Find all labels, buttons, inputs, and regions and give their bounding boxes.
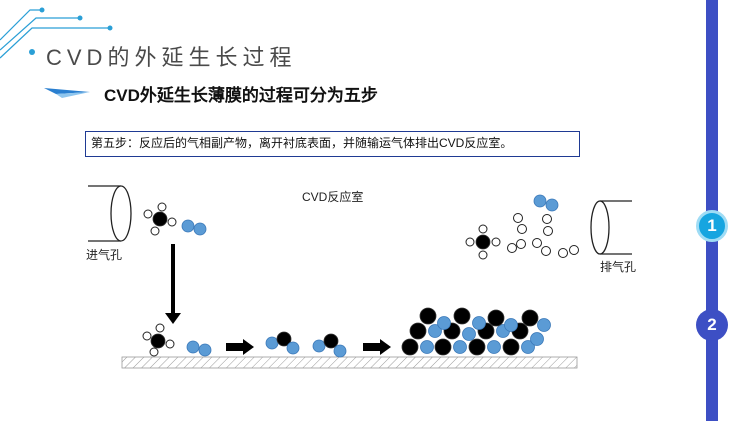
title-bullet-icon — [29, 49, 35, 55]
film-carbon-atom — [401, 338, 419, 356]
page-title: CVD的外延生长过程 — [46, 45, 297, 70]
hydrogen-atom — [143, 209, 153, 219]
right-arrow-1 — [226, 339, 254, 355]
film-silicon-atom — [537, 318, 551, 332]
inlet-label: 进气孔 — [86, 248, 123, 262]
carbon-atom — [150, 333, 166, 349]
hydrogen-atom — [149, 347, 159, 357]
chamber-label: CVD反应室 — [302, 190, 364, 204]
substrate — [121, 356, 578, 369]
hydrogen-atom — [142, 331, 152, 341]
film-carbon-atom — [419, 307, 437, 325]
silicon-atom — [193, 222, 207, 236]
byproduct-atom — [533, 194, 547, 208]
film-silicon-atom — [487, 340, 501, 354]
byproduct-hydrogen — [507, 243, 517, 253]
step-badge-1[interactable]: 1 — [696, 210, 728, 242]
byproduct-hydrogen — [542, 214, 552, 224]
hydrogen-atom — [157, 202, 167, 212]
circuit-decoration — [0, 7, 113, 59]
paper-plane-icon — [44, 88, 90, 98]
carbon-atom — [276, 331, 292, 347]
byproduct-atom — [545, 198, 559, 212]
film-silicon-atom — [453, 340, 467, 354]
step-description-box: 第五步：反应后的气相副产物，离开衬底表面，并随输运气体排出CVD反应室。 — [85, 131, 580, 157]
byproduct-hydrogen — [465, 237, 475, 247]
silicon-atom — [181, 219, 195, 233]
film-silicon-atom — [420, 340, 434, 354]
silicon-atom — [265, 336, 279, 350]
inlet-pipe — [88, 185, 132, 242]
silicon-atom — [198, 343, 212, 357]
right-arrow-2 — [363, 339, 391, 355]
byproduct-hydrogen — [478, 250, 488, 260]
subtitle: CVD外延生长薄膜的过程可分为五步 — [104, 86, 378, 105]
byproduct-hydrogen — [517, 224, 527, 234]
cvd-diagram — [88, 185, 632, 369]
byproduct-hydrogen — [491, 237, 501, 247]
film-carbon-atom — [434, 338, 452, 356]
film-silicon-atom — [472, 316, 486, 330]
outlet-pipe — [590, 200, 632, 255]
silicon-atom — [286, 341, 300, 355]
silicon-atom — [312, 339, 326, 353]
down-arrow — [165, 244, 181, 324]
film-silicon-atom — [462, 327, 476, 341]
hydrogen-atom — [165, 339, 175, 349]
byproduct-hydrogen — [478, 224, 488, 234]
film-carbon-atom — [468, 338, 486, 356]
byproduct-hydrogen — [541, 246, 551, 256]
film-carbon-atom — [502, 338, 520, 356]
outlet-label: 排气孔 — [600, 260, 637, 274]
hydrogen-atom — [167, 217, 177, 227]
film-silicon-atom — [437, 316, 451, 330]
byproduct-hydrogen — [569, 245, 579, 255]
film-silicon-atom — [521, 340, 535, 354]
byproduct-hydrogen — [516, 239, 526, 249]
film-carbon-atom — [487, 309, 505, 327]
film-carbon-atom — [409, 322, 427, 340]
hydrogen-atom — [150, 226, 160, 236]
film-silicon-atom — [530, 332, 544, 346]
film-silicon-atom — [428, 324, 442, 338]
byproduct-carbon — [475, 234, 491, 250]
step-badge-2[interactable]: 2 — [696, 309, 728, 341]
film-carbon-atom — [453, 307, 471, 325]
carbon-atom — [323, 333, 339, 349]
film-carbon-atom — [521, 309, 539, 327]
hydrogen-atom — [155, 323, 165, 333]
byproduct-hydrogen — [543, 226, 553, 236]
byproduct-hydrogen — [532, 238, 542, 248]
carbon-atom — [152, 211, 168, 227]
silicon-atom — [333, 344, 347, 358]
byproduct-hydrogen — [558, 248, 568, 258]
film-silicon-atom — [504, 318, 518, 332]
silicon-atom — [186, 340, 200, 354]
byproduct-hydrogen — [513, 213, 523, 223]
